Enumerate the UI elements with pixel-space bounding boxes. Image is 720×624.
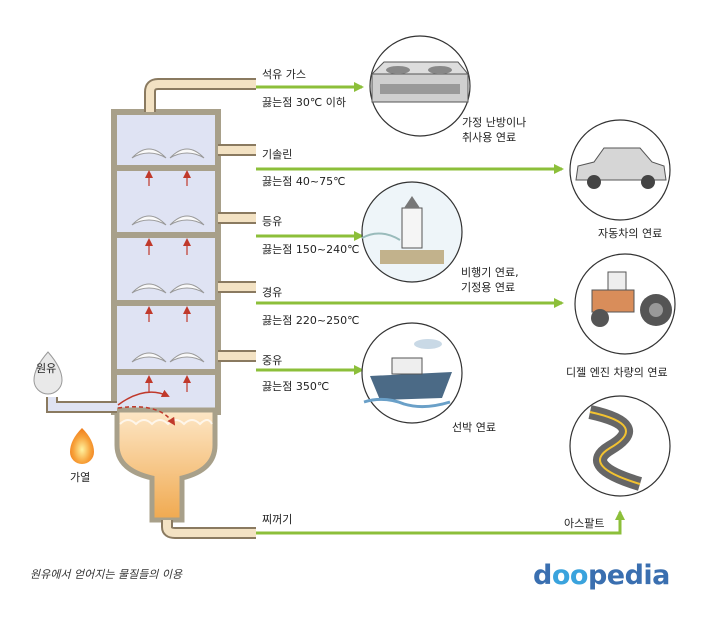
use-petroleum-gas-line2: 취사용 연료: [462, 131, 517, 144]
boiling-point-gasoline: 끓는점 40~75℃: [262, 175, 346, 188]
logo-part-post: pedia: [587, 560, 670, 591]
fraction-name-diesel: 경유: [262, 286, 283, 299]
ship-icon: [361, 322, 463, 424]
use-diesel: 디젤 엔진 차량의 연료: [566, 366, 668, 379]
outlet-pipes: [46, 144, 256, 539]
gas-stove-icon: [369, 35, 471, 137]
fraction-name-residue: 찌꺼기: [262, 513, 293, 526]
use-kerosene-line1: 비행기 연료,: [461, 266, 519, 279]
distillation-tower: [111, 78, 256, 523]
use-petroleum-gas-line1: 가정 난방이나: [462, 116, 527, 129]
boiling-point-kerosene: 끓는점 150~240℃: [262, 243, 360, 256]
logo-part-mid: oo: [551, 560, 589, 591]
crude-oil-label: 원유: [36, 362, 57, 375]
crude-oil-drop: [33, 351, 63, 395]
boiling-point-petroleum-gas: 끓는점 30℃ 이하: [262, 96, 346, 109]
fraction-name-gasoline: 기솔린: [262, 148, 293, 161]
fraction-name-kerosene: 등유: [262, 215, 283, 228]
heat-flow-arrows: [117, 389, 176, 426]
output-arrows: [256, 82, 625, 535]
tractor-icon: [574, 253, 676, 355]
logo-part-pre: d: [533, 560, 552, 591]
heat-label: 가열: [70, 471, 91, 484]
road-icon: [569, 395, 671, 497]
use-gasoline: 자동차의 연료: [598, 227, 663, 240]
fraction-name-heavy-oil: 중유: [262, 354, 283, 367]
fraction-name-petroleum-gas: 석유 가스: [262, 68, 306, 81]
use-kerosene-line2: 기정용 연료: [461, 281, 516, 294]
figure-caption: 원유에서 얻어지는 물질들의 이용: [30, 568, 183, 581]
use-heavy-oil: 선박 연료: [452, 421, 496, 434]
use-residue: 아스팔트: [564, 517, 605, 530]
boiling-point-heavy-oil: 끓는점 350℃: [262, 380, 330, 393]
lighthouse-icon: [361, 181, 463, 283]
car-icon: [569, 119, 671, 221]
boiling-point-diesel: 끓는점 220~250℃: [262, 314, 360, 327]
doopedia-logo[interactable]: doopedia: [533, 560, 670, 591]
flame-icon: [70, 428, 94, 464]
